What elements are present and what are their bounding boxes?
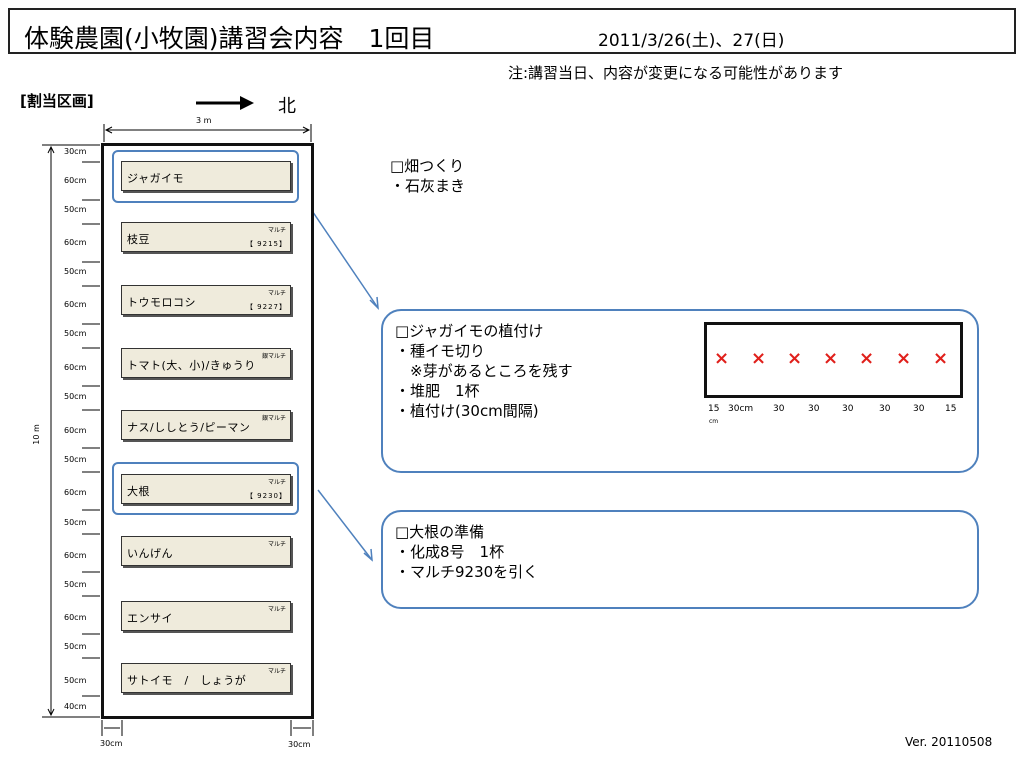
bed-label: 大根 [127,485,150,498]
spacing-label: 60cm [64,300,87,309]
row-spacing: 30 [773,404,785,414]
info-daikon: □大根の準備 ・化成8号 1杯 ・マルチ9230を引く [395,522,538,582]
mulch-tag: マルチ [267,541,286,548]
row-unit: cm [709,418,719,425]
highlight-potato [112,150,299,203]
bed-label: サトイモ / しょうが [127,674,247,687]
page-title: 体験農園(小牧園)講習会内容 1回目 [24,24,435,53]
info-line: ・植付け(30cm間隔) [395,402,539,420]
info-heading: □大根の準備 [395,523,485,541]
spacing-label: 60cm [64,238,87,247]
mulch-tag: マルチ [267,606,286,613]
bed-label: いんげん [127,547,173,560]
mulch-code: 【 9215】 [245,240,287,248]
section-label: [割当区画] [20,92,94,110]
change-note: 注:講習当日、内容が変更になる可能性があります [508,64,844,82]
row-spacing: 30 [879,404,891,414]
row-spacing: 30 [913,404,925,414]
row-spacing: 15 [945,404,957,414]
plant-mark: × [896,348,912,369]
spacing-label: 60cm [64,176,87,185]
spacing-label: 50cm [64,205,87,214]
spacing-label: 60cm [64,426,87,435]
bed-label: ジャガイモ [127,172,184,185]
bed-taro-ginger: サトイモ / しょうが マルチ [121,663,291,693]
highlight-daikon [112,462,299,515]
info-line: ・石灰まき [390,177,466,195]
info-line: ・種イモ切り [395,342,486,360]
bed-label: ナス/ししとう/ピーマン [127,421,251,434]
spacing-label: 50cm [64,267,87,276]
bed-water-spinach: エンサイ マルチ [121,601,291,631]
bottom-right-label: 30cm [288,740,311,749]
bed-potato: ジャガイモ [121,161,291,191]
bed-green-beans: いんげん マルチ [121,536,291,566]
mulch-tag: 銀マルチ [261,353,286,360]
info-heading: □ジャガイモの植付け [395,322,544,340]
info-heading: □畑つくり [390,157,465,175]
plant-mark: × [823,348,839,369]
planting-row [704,322,963,398]
row-spacing: 30 [808,404,820,414]
spacing-label: 40cm [64,702,87,711]
mulch-tag: マルチ [267,290,286,297]
mulch-tag: マルチ [267,479,286,486]
mulch-tag: マルチ [267,668,286,675]
bed-eggplant: ナス/ししとう/ピーマン 銀マルチ [121,410,291,440]
session-date: 2011/3/26(土)、27(日) [598,31,785,51]
bed-label: エンサイ [127,612,173,625]
info-field-prep: □畑つくり ・石灰まき [390,156,465,196]
row-spacing: 30cm [728,404,754,414]
mulch-code: 【 9227】 [245,303,287,311]
bed-daikon: 大根 マルチ 【 9230】 [121,474,291,504]
spacing-label: 50cm [64,518,87,527]
version-label: Ver. 20110508 [905,735,993,749]
info-line: ・マルチ9230を引く [395,563,539,581]
row-spacing: 15 [708,404,720,414]
plant-mark: × [859,348,875,369]
spacing-label: 50cm [64,580,87,589]
mulch-tag: マルチ [267,227,286,234]
title-box: 体験農園(小牧園)講習会内容 1回目 2011/3/26(土)、27(日) [8,8,1016,54]
north-label: 北 [278,96,296,117]
bed-label: 枝豆 [127,233,150,246]
info-line: ・堆肥 1杯 [395,382,480,400]
plant-mark: × [787,348,803,369]
plant-mark: × [933,348,949,369]
spacing-label: 50cm [64,455,87,464]
spacing-label: 50cm [64,676,87,685]
height-label: 10 m [31,424,41,445]
spacing-label: 60cm [64,488,87,497]
plant-mark: × [714,348,730,369]
info-line: ※芽があるところを残す [395,362,573,380]
spacing-label: 60cm [64,613,87,622]
bottom-left-label: 30cm [100,739,123,748]
spacing-label: 60cm [64,551,87,560]
bed-edamame: 枝豆 マルチ 【 9215】 [121,222,291,252]
width-label: 3 m [196,116,212,125]
spacing-label: 50cm [64,392,87,401]
info-potato: □ジャガイモの植付け ・種イモ切り ※芽があるところを残す ・堆肥 1杯 ・植付… [395,321,573,421]
bed-tomato: トマト(大、小)/きゅうり 銀マルチ [121,348,291,378]
spacing-label: 60cm [64,363,87,372]
plant-mark: × [751,348,767,369]
spacing-label: 30cm [64,147,87,156]
daikon-panel [381,510,979,609]
spacing-label: 50cm [64,329,87,338]
bed-corn: トウモロコシ マルチ 【 9227】 [121,285,291,315]
mulch-code: 【 9230】 [245,492,287,500]
bed-label: トマト(大、小)/きゅうり [127,359,256,372]
spacing-label: 50cm [64,642,87,651]
row-spacing: 30 [842,404,854,414]
info-line: ・化成8号 1杯 [395,543,505,561]
north-arrow-icon [196,96,254,110]
mulch-tag: 銀マルチ [261,415,286,422]
bed-label: トウモロコシ [127,296,196,309]
